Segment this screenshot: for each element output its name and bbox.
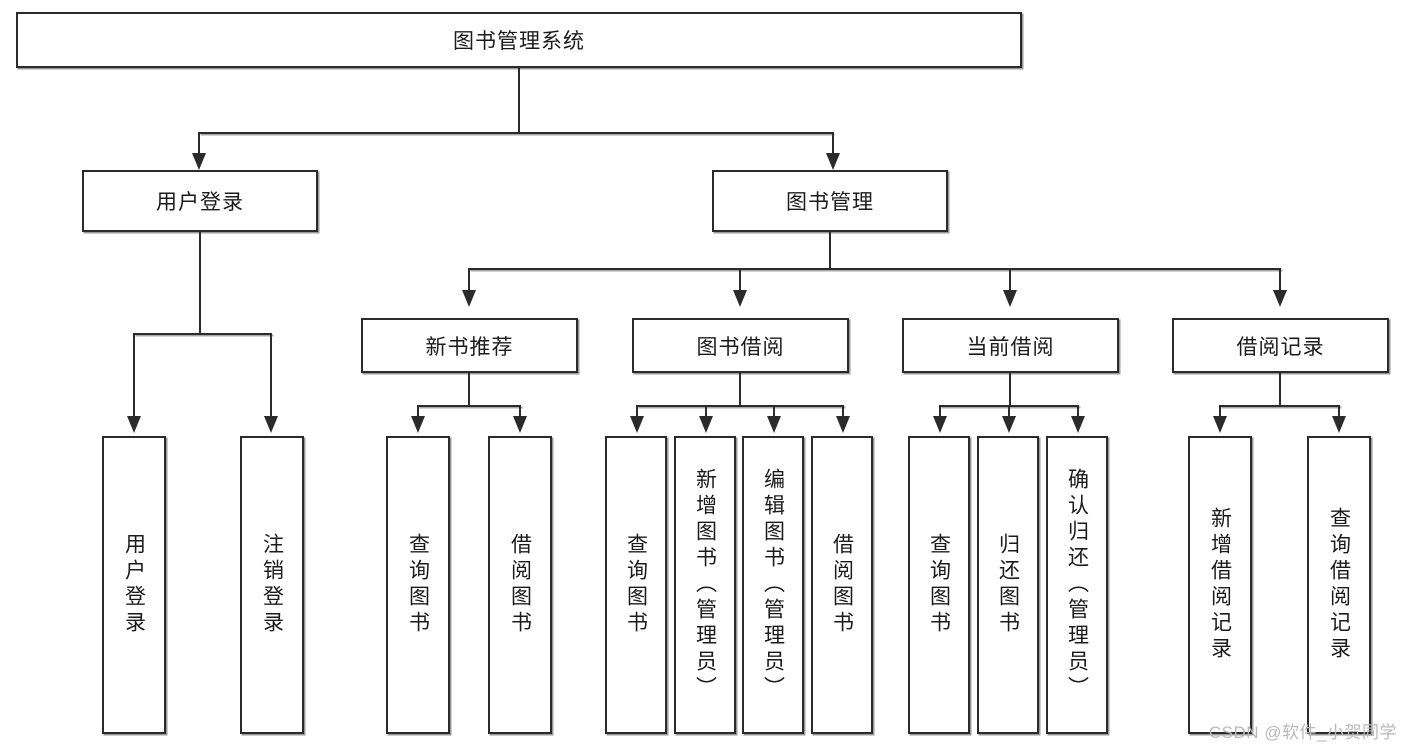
node-label: 图书管理系统 <box>453 30 585 53</box>
node-leaf-query-book-1[interactable]: 查询图书 <box>386 436 450 734</box>
arrow-to-leaf-query-book-2 <box>630 416 644 433</box>
connector-nbr-drop-1 <box>417 405 419 418</box>
arrow-to-book-management <box>826 153 840 170</box>
arrow-to-leaf-return-book <box>1002 416 1016 433</box>
node-label: 查询图书 <box>927 533 951 637</box>
connector-bb-drop-1 <box>636 405 638 418</box>
connector-user-login-drop-1 <box>133 333 135 418</box>
arrow-to-user-login <box>192 153 206 170</box>
connector-br-drop-1 <box>1219 405 1221 418</box>
node-leaf-return-book[interactable]: 归还图书 <box>977 436 1039 734</box>
arrow-to-leaf-edit-book <box>767 416 781 433</box>
node-leaf-borrow-book-2[interactable]: 借阅图书 <box>811 436 873 734</box>
node-new-book-recommend[interactable]: 新书推荐 <box>361 318 578 373</box>
arrow-to-current-borrow <box>1003 290 1017 307</box>
arrow-to-leaf-add-borrow-record <box>1213 416 1227 433</box>
connector-bb-stem <box>739 373 741 407</box>
node-label: 查询借阅记录 <box>1327 507 1351 663</box>
connector-bb-drop-4 <box>842 405 844 418</box>
connector-br-drop-2 <box>1338 405 1340 418</box>
node-label: 图书借阅 <box>696 335 785 359</box>
node-leaf-query-book-3[interactable]: 查询图书 <box>908 436 970 734</box>
node-label: 用户登录 <box>156 191 244 214</box>
node-label: 归还图书 <box>996 533 1020 637</box>
arrow-to-leaf-query-book-3 <box>933 416 947 433</box>
connector-br-bus <box>1220 405 1340 407</box>
node-label: 借阅图书 <box>508 533 532 637</box>
node-label: 新增借阅记录 <box>1208 507 1232 663</box>
node-borrow-record[interactable]: 借阅记录 <box>1172 318 1389 373</box>
arrow-to-leaf-query-borrow-record <box>1332 416 1346 433</box>
node-leaf-edit-book[interactable]: 编辑图书（管理员） <box>742 436 804 734</box>
node-leaf-query-borrow-record[interactable]: 查询借阅记录 <box>1307 436 1371 734</box>
arrow-to-leaf-user-logout <box>264 416 278 433</box>
connector-root-to-user-login <box>198 132 200 156</box>
arrow-to-leaf-borrow-book-2 <box>836 416 850 433</box>
arrow-to-leaf-confirm-return <box>1071 416 1085 433</box>
node-current-borrow[interactable]: 当前借阅 <box>902 318 1119 373</box>
connector-user-login-drop-2 <box>270 333 272 418</box>
node-label: 新书推荐 <box>425 335 514 359</box>
node-label: 借阅记录 <box>1236 335 1325 359</box>
connector-bm-drop-1 <box>468 268 470 292</box>
node-leaf-user-logout[interactable]: 注销登录 <box>240 436 304 734</box>
node-label: 确认归还（管理员） <box>1065 468 1089 702</box>
connector-nbr-stem <box>468 373 470 407</box>
connector-user-login-stem <box>199 232 201 334</box>
arrow-to-leaf-user-login <box>127 416 141 433</box>
arrow-to-leaf-add-book <box>699 416 713 433</box>
connector-bm-drop-3 <box>1009 268 1011 292</box>
connector-bb-drop-3 <box>773 405 775 418</box>
node-book-borrow[interactable]: 图书借阅 <box>632 318 849 373</box>
connector-bm-drop-2 <box>739 268 741 292</box>
node-label: 注销登录 <box>260 533 284 637</box>
node-leaf-user-login[interactable]: 用户登录 <box>102 436 166 734</box>
node-book-management[interactable]: 图书管理 <box>712 170 948 232</box>
connector-nbr-bus <box>418 405 521 407</box>
node-label: 当前借阅 <box>966 335 1055 359</box>
node-leaf-confirm-return[interactable]: 确认归还（管理员） <box>1046 436 1108 734</box>
connector-root-to-book-management <box>832 132 834 156</box>
connector-cb-drop-1 <box>939 405 941 418</box>
node-leaf-add-borrow-record[interactable]: 新增借阅记录 <box>1188 436 1252 734</box>
connector-nbr-drop-2 <box>519 405 521 418</box>
connector-br-stem <box>1279 373 1281 407</box>
arrow-to-book-borrow <box>733 290 747 307</box>
connector-bb-drop-2 <box>705 405 707 418</box>
connector-cb-drop-3 <box>1077 405 1079 418</box>
connector-cb-drop-2 <box>1008 405 1010 418</box>
arrow-to-new-book-recommend <box>462 290 476 307</box>
node-label: 新增图书（管理员） <box>693 468 717 702</box>
connector-root-bus <box>199 132 833 134</box>
connector-bb-bus <box>637 405 844 407</box>
connector-book-management-stem <box>829 232 831 269</box>
arrow-to-leaf-borrow-book-1 <box>513 416 527 433</box>
node-label: 用户登录 <box>122 533 146 637</box>
connector-cb-stem <box>1009 373 1011 407</box>
connector-user-login-bus <box>134 333 272 335</box>
node-label: 借阅图书 <box>830 533 854 637</box>
connector-bm-drop-4 <box>1279 268 1281 292</box>
connector-root-stem <box>518 68 520 133</box>
node-label: 查询图书 <box>406 533 430 637</box>
node-label: 图书管理 <box>786 191 874 214</box>
arrow-to-leaf-query-book-1 <box>411 416 425 433</box>
node-leaf-add-book[interactable]: 新增图书（管理员） <box>674 436 736 734</box>
node-label: 编辑图书（管理员） <box>761 468 785 702</box>
node-leaf-query-book-2[interactable]: 查询图书 <box>605 436 667 734</box>
node-label: 查询图书 <box>624 533 648 637</box>
node-leaf-borrow-book-1[interactable]: 借阅图书 <box>488 436 552 734</box>
node-user-login[interactable]: 用户登录 <box>82 170 318 232</box>
connector-book-management-bus <box>469 268 1281 270</box>
arrow-to-borrow-record <box>1273 290 1287 307</box>
node-root-book-management-system[interactable]: 图书管理系统 <box>16 12 1022 68</box>
